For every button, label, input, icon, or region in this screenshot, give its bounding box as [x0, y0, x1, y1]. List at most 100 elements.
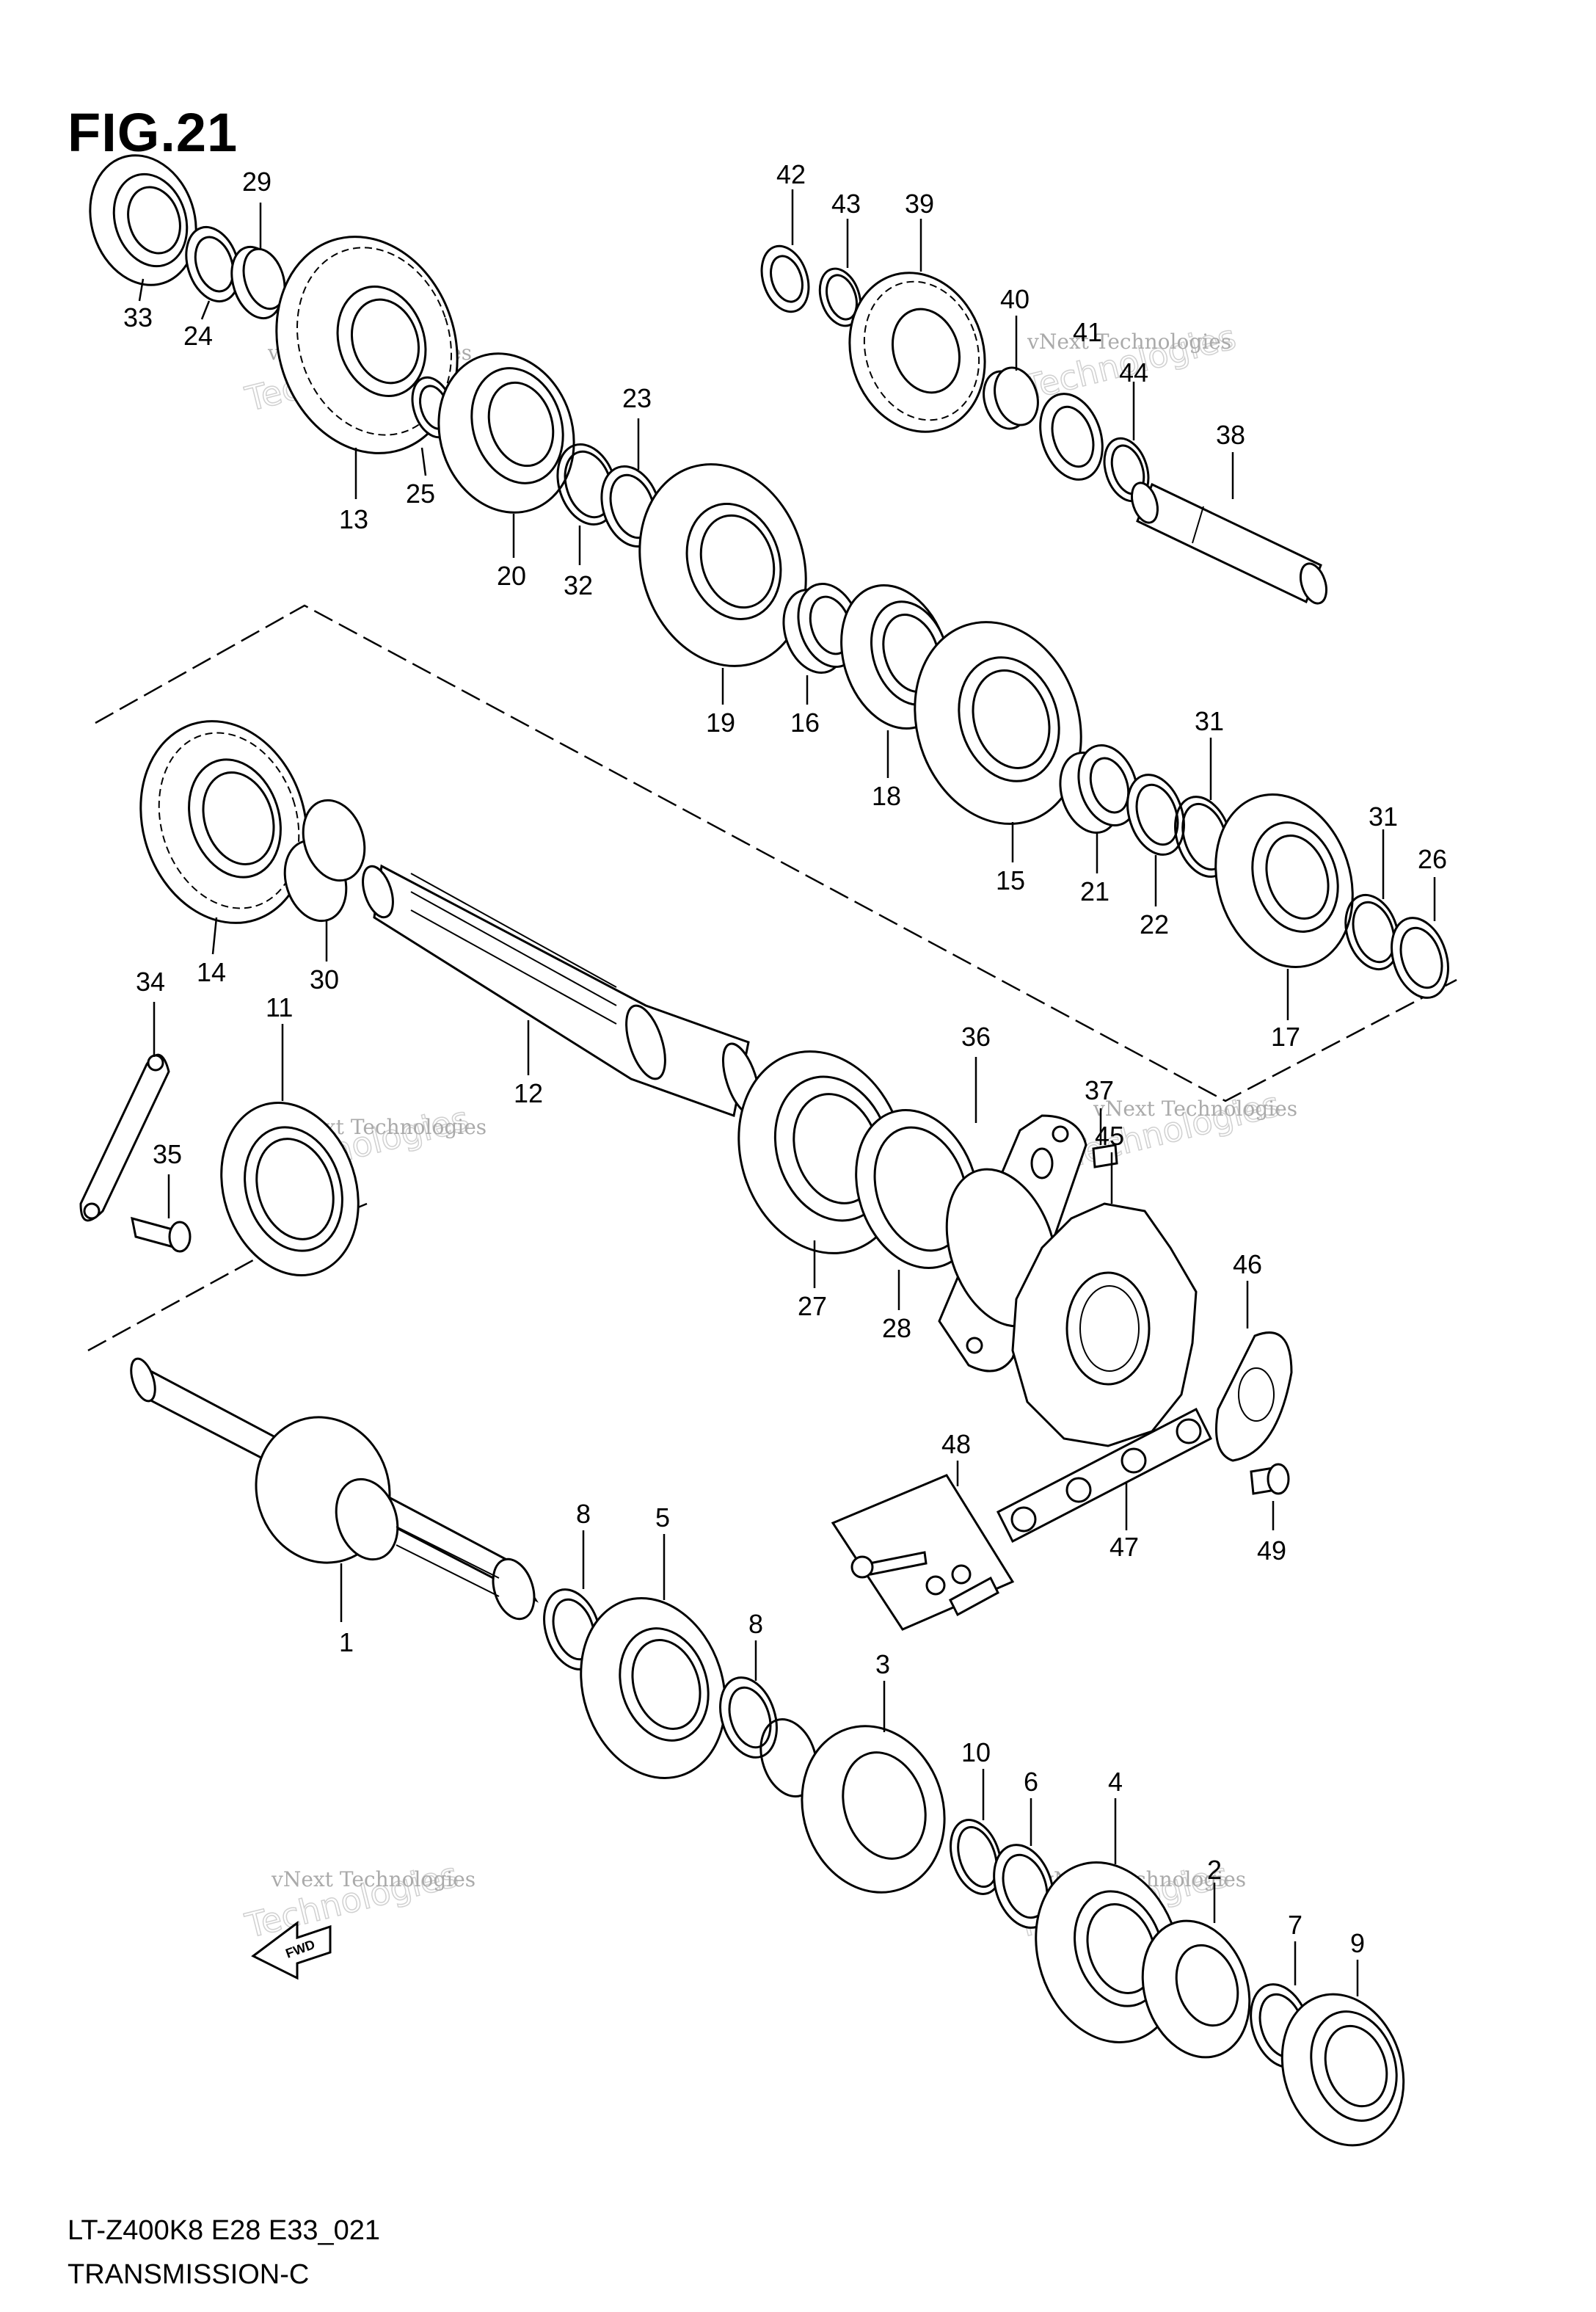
callout-21: 21 — [1080, 876, 1109, 906]
part-41-washer — [1039, 393, 1104, 481]
callout-33: 33 — [123, 302, 153, 332]
callout-30: 30 — [310, 964, 339, 995]
callout-25: 25 — [406, 479, 435, 509]
callout-8: 8 — [576, 1499, 591, 1529]
callout-6: 6 — [1024, 1767, 1038, 1797]
callout-22: 22 — [1140, 909, 1169, 939]
callout-46: 46 — [1233, 1249, 1262, 1279]
callout-20: 20 — [497, 561, 526, 591]
callout-19: 19 — [706, 708, 735, 738]
part-49-bolt — [1250, 1463, 1290, 1495]
part-33-bearing — [89, 154, 197, 286]
callout-13: 13 — [339, 504, 368, 534]
callout-35: 35 — [153, 1139, 182, 1169]
part-6-washer — [993, 1844, 1054, 1929]
callout-12: 12 — [514, 1078, 543, 1108]
callout-27: 27 — [798, 1291, 827, 1321]
callout-24: 24 — [183, 321, 213, 351]
part-35-screw — [131, 1216, 192, 1253]
driveshaft-group-outline — [87, 1221, 324, 1352]
forward-direction-arrow: FWD — [251, 1921, 332, 1980]
callout-39: 39 — [905, 189, 934, 219]
part-3-gear — [759, 1717, 946, 1894]
callout-34: 34 — [136, 967, 165, 997]
callout-5: 5 — [655, 1502, 670, 1533]
callout-9: 9 — [1350, 1928, 1365, 1958]
callout-37: 37 — [1085, 1075, 1114, 1105]
section-title: TRANSMISSION-C — [68, 2259, 310, 2290]
part-1-driveshaft — [130, 1357, 539, 1621]
callout-48: 48 — [941, 1429, 971, 1459]
part-22-washer — [1126, 774, 1185, 856]
callout-45: 45 — [1095, 1121, 1124, 1151]
part-5-gear — [580, 1597, 726, 1779]
callout-3: 3 — [875, 1649, 890, 1679]
callout-36: 36 — [961, 1022, 991, 1052]
countershaft-group-outline — [95, 604, 1457, 1102]
callout-17: 17 — [1271, 1022, 1300, 1052]
figure-title: FIG.21 — [68, 102, 238, 163]
callout-32: 32 — [564, 570, 593, 600]
part-26-washer — [1391, 917, 1449, 999]
part-34-plate — [79, 1053, 170, 1222]
watermark-text: vNext Technologies — [1027, 330, 1231, 354]
part-43-circlip — [818, 267, 862, 327]
callout-29: 29 — [242, 167, 272, 197]
part-9-bearing — [1280, 1993, 1405, 2147]
part-24-washer — [185, 225, 241, 303]
callout-8b: 8 — [748, 1609, 763, 1639]
part-45-sprocket — [1011, 1202, 1198, 1447]
part-19-gear — [638, 463, 807, 667]
part-14-gear — [139, 720, 308, 924]
part-11-oil-seal — [220, 1102, 360, 1276]
callout-31b: 31 — [1369, 801, 1398, 832]
callout-38: 38 — [1216, 420, 1245, 450]
part-42-washer — [760, 244, 810, 313]
callout-43: 43 — [831, 189, 861, 219]
part-48-chain-joint-kit — [831, 1474, 1015, 1631]
watermark-text: vNext Technologies — [271, 1867, 475, 1891]
callout-26: 26 — [1418, 844, 1447, 874]
leader-lines — [138, 189, 1436, 1996]
part-2-gear — [1141, 1919, 1251, 2059]
callout-7: 7 — [1288, 1910, 1302, 1940]
callout-23: 23 — [622, 383, 652, 413]
part-12-countershaft — [362, 864, 761, 1117]
callout-28: 28 — [882, 1313, 911, 1343]
callout-41: 41 — [1073, 317, 1102, 347]
callout-16: 16 — [790, 708, 820, 738]
model-code: LT-Z400K8 E28 E33_021 — [68, 2215, 381, 2246]
part-31b-circlip — [1344, 893, 1400, 971]
callout-14: 14 — [197, 957, 226, 987]
callout-40: 40 — [1000, 284, 1030, 314]
callout-11: 11 — [266, 992, 293, 1022]
callout-31: 31 — [1195, 706, 1224, 736]
callout-47: 47 — [1109, 1532, 1139, 1562]
part-39-gear — [848, 272, 986, 433]
part-21-needle-bearing — [1059, 744, 1139, 835]
part-38-shaft — [1130, 481, 1328, 605]
callout-4: 4 — [1108, 1767, 1123, 1797]
part-30-bushing — [283, 799, 366, 923]
callout-15: 15 — [996, 865, 1025, 895]
part-8-washer — [543, 1588, 602, 1671]
callout-2: 2 — [1207, 1855, 1222, 1885]
callout-18: 18 — [872, 781, 901, 811]
callout-10: 10 — [961, 1737, 991, 1767]
part-46-lock-washer — [1215, 1331, 1293, 1462]
callout-49: 49 — [1257, 1535, 1286, 1566]
callout-44: 44 — [1119, 357, 1148, 388]
part-20-gear — [437, 352, 575, 514]
part-40-bushing — [983, 366, 1039, 430]
callout-1: 1 — [339, 1627, 354, 1657]
part-47-chain — [996, 1407, 1213, 1544]
part-17-gear — [1214, 793, 1354, 968]
part-15-gear — [914, 621, 1082, 825]
callout-labels: 1 2 3 4 5 6 7 8 8 9 10 11 12 13 14 15 16… — [123, 159, 1447, 1958]
watermark-text: vNext Technologies — [1093, 1097, 1297, 1121]
callout-42: 42 — [776, 159, 806, 189]
part-10-circlip — [950, 1819, 1002, 1895]
part-29-bushing — [230, 245, 286, 320]
